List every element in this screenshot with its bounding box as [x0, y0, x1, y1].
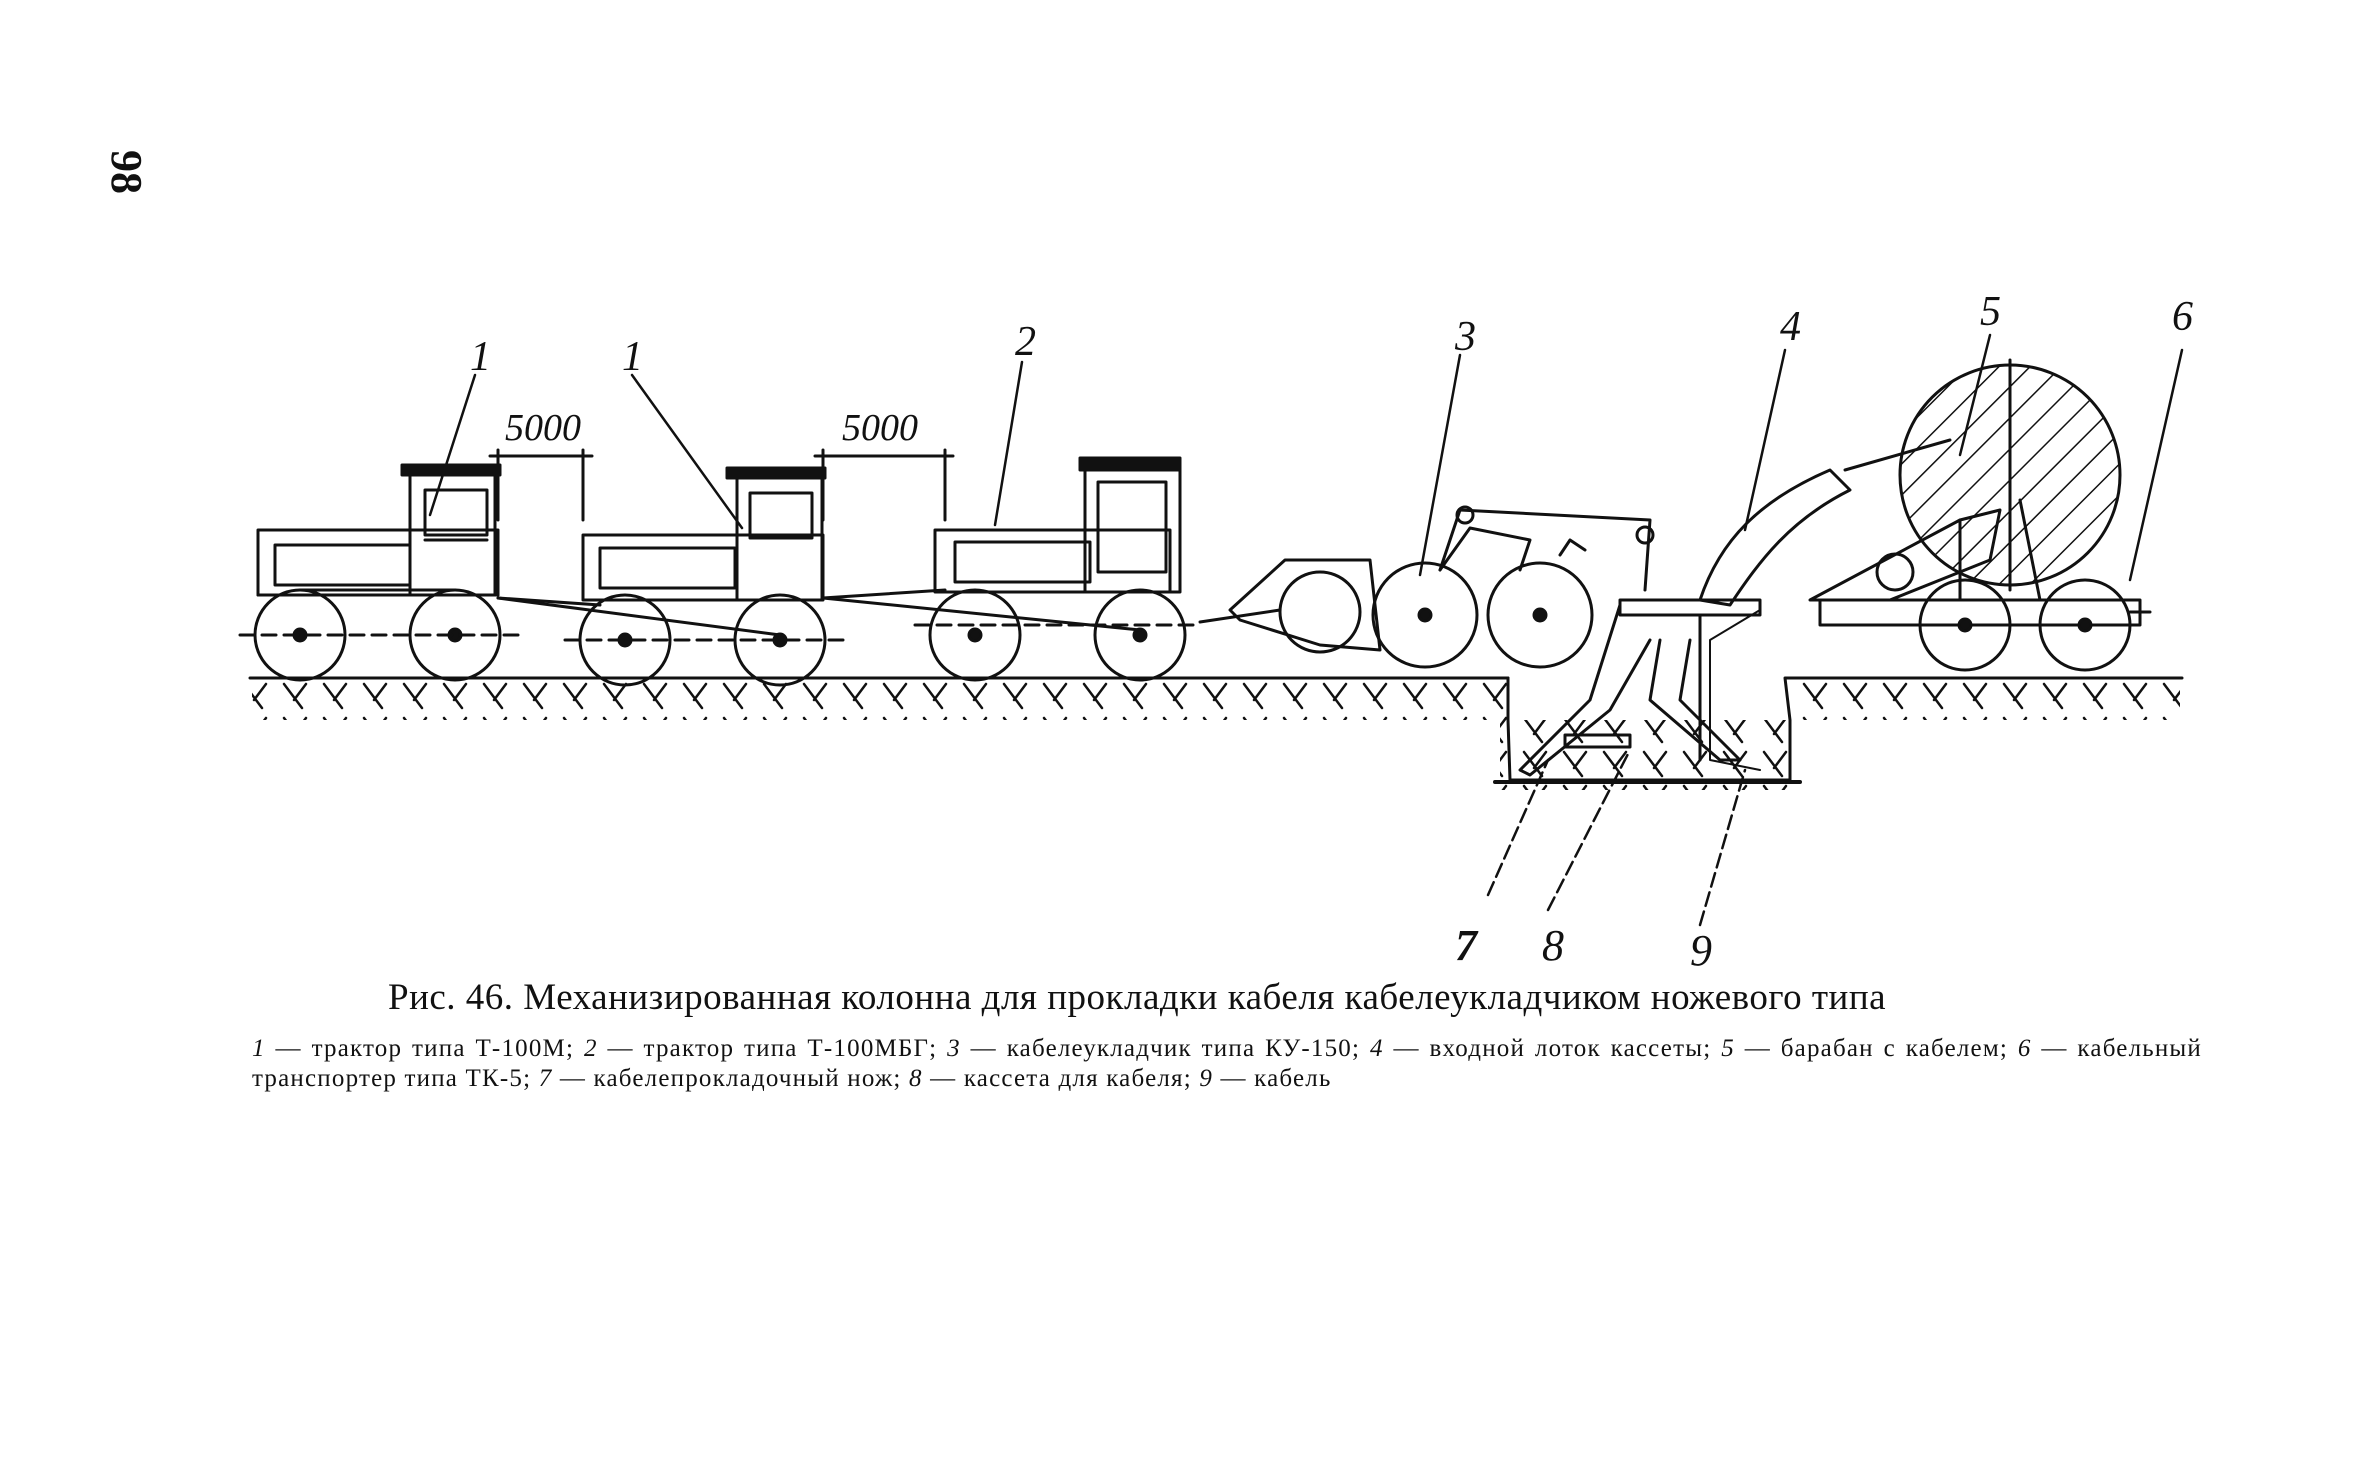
legend-text-9: — кабель	[1213, 1065, 1332, 1092]
legend-num-5: 5	[1721, 1035, 1735, 1062]
legend-num-3: 3	[947, 1035, 961, 1062]
legend-text-8: — кассета для кабеля;	[922, 1065, 1200, 1092]
legend-num-9: 9	[1199, 1065, 1214, 1092]
legend-text-5: — барабан с кабелем;	[1734, 1035, 2018, 1062]
callout-4: 4	[1780, 304, 1801, 350]
cable-layer-ku150	[1198, 505, 1762, 777]
callout-2: 2	[1015, 319, 1036, 365]
legend-text-6: — кабельный транспортер типа ТК-5;	[252, 1035, 2203, 1092]
legend-text-1: — трактор типа Т-100М;	[265, 1035, 584, 1062]
tractor-t100m-second	[496, 466, 847, 687]
legend-text-3: — кабелеукладчик типа КУ-150;	[960, 1035, 1370, 1062]
cable-drum	[1898, 358, 2122, 592]
legend-text-2: — трактор типа Т-100МБГ;	[597, 1035, 948, 1062]
cable-transporter-tk5	[1808, 498, 2152, 672]
cable-line	[1709, 609, 1761, 771]
legend-text-7: — кабелепрокладочный нож;	[552, 1065, 910, 1092]
legend-num-2: 2	[583, 1035, 598, 1062]
callout-6: 6	[2172, 294, 2193, 340]
legend-num-1: 1	[252, 1035, 266, 1062]
callout-1-first: 1	[470, 334, 491, 380]
figure-caption: Рис. 46. Механизированная колонна для пр…	[388, 977, 1887, 1018]
callout-7: 7	[1455, 921, 1479, 970]
ground	[248, 676, 2184, 790]
callout-8: 8	[1542, 921, 1564, 970]
callout-3: 3	[1454, 314, 1476, 360]
callout-9: 9	[1690, 926, 1712, 975]
tractor-t100m-first	[238, 463, 522, 682]
legend-num-7: 7	[538, 1065, 553, 1092]
dimension-label-2: 5000	[842, 407, 918, 449]
callout-1-second: 1	[622, 334, 643, 380]
leader-lines	[428, 333, 2184, 927]
legend-num-4: 4	[1369, 1035, 1384, 1062]
tractor-t100mbg	[821, 456, 1202, 682]
legend-num-6: 6	[2017, 1035, 2032, 1062]
dimension-label-1: 5000	[505, 407, 581, 449]
dimension-lines	[488, 448, 955, 522]
legend-text-4: — входной лоток кассеты;	[1383, 1035, 1722, 1062]
figure-legend: 1 — трактор типа Т-100М; 2 — трактор тип…	[252, 1034, 2202, 1094]
callout-5: 5	[1980, 289, 2001, 335]
legend-num-8: 8	[909, 1065, 923, 1092]
